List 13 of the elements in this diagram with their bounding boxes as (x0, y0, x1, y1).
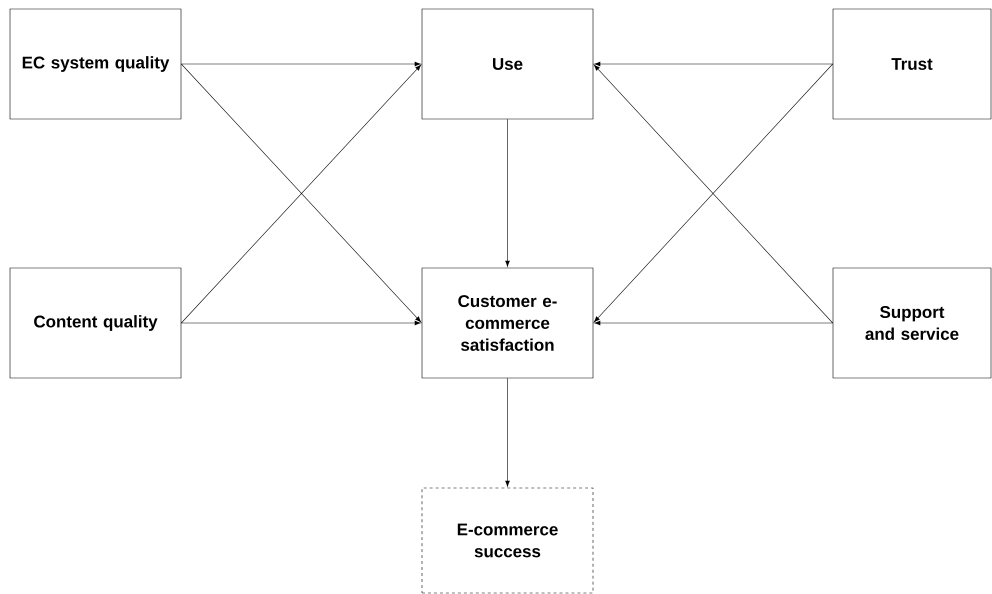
concept-box: Support and service (832, 268, 992, 378)
arrow (181, 62, 421, 66)
concept-box: Trust (832, 8, 992, 120)
concept-box: Customer e-commerce satisfaction (422, 268, 594, 378)
arrow (505, 119, 510, 267)
concept-box: Content quality (10, 268, 182, 378)
concept-box: E-commerce success (422, 488, 594, 594)
arrow (505, 378, 510, 487)
arrow (181, 320, 421, 326)
concept-box: Use (422, 8, 594, 120)
arrow (594, 320, 833, 326)
arrow (594, 62, 833, 66)
concept-box: EC system quality (10, 8, 182, 120)
